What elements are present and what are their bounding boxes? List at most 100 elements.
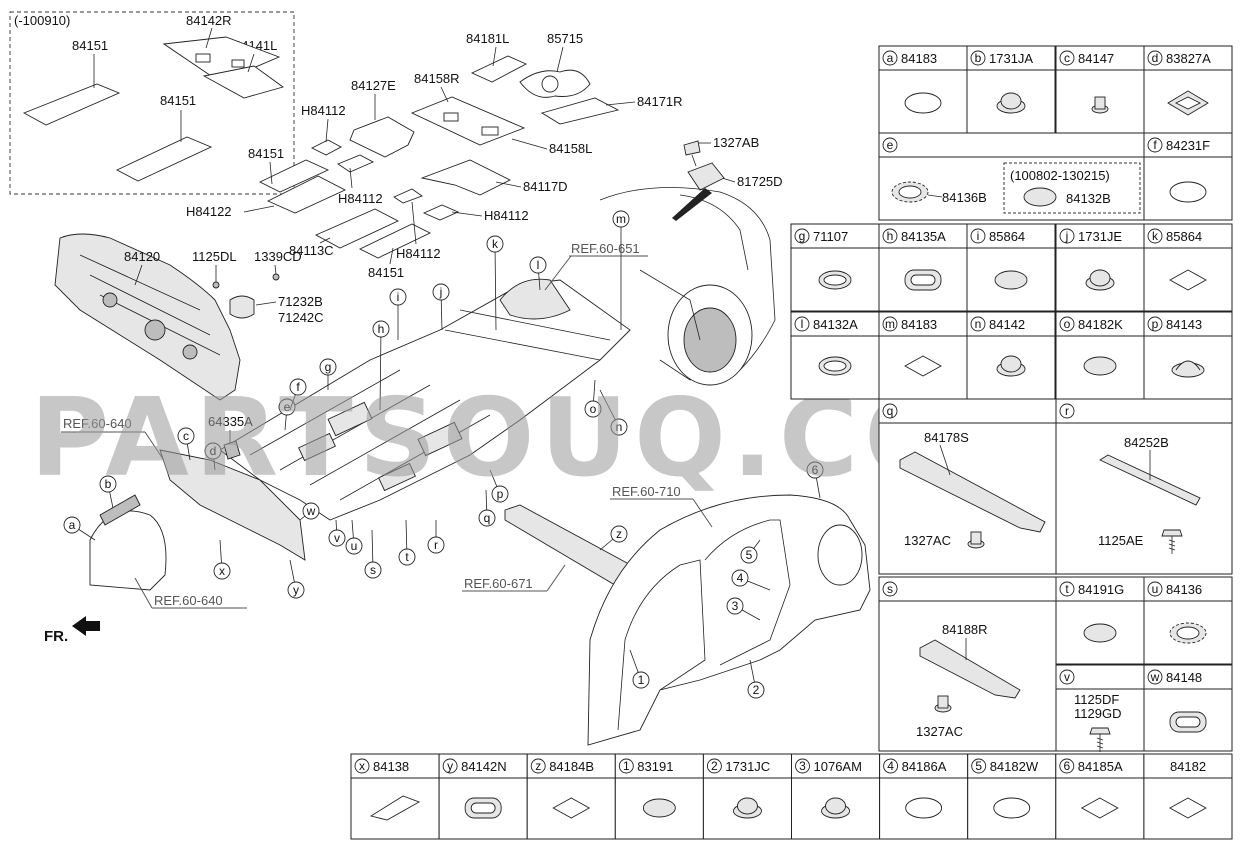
cell-g-code[interactable]: 71107: [813, 229, 848, 244]
cell-bottom-y-code[interactable]: 84142N: [461, 759, 507, 774]
cell-a-code[interactable]: 84183: [901, 51, 937, 66]
cell-b-code[interactable]: 1731JA: [989, 51, 1033, 66]
callout-n[interactable]: n: [616, 420, 623, 434]
cell-w-key[interactable]: w: [1150, 670, 1160, 684]
cell-bottom-plain-code[interactable]: 84182: [1170, 759, 1206, 774]
callout-a[interactable]: a: [69, 518, 76, 532]
cell-m-code[interactable]: 84183: [901, 317, 937, 332]
cell-bottom-6-code[interactable]: 84185A: [1078, 759, 1123, 774]
cell-w-code[interactable]: 84148: [1166, 670, 1202, 685]
callout-i[interactable]: i: [397, 290, 400, 304]
cell-t-key[interactable]: t: [1065, 582, 1069, 596]
cell-j-code[interactable]: 1731JE: [1078, 229, 1122, 244]
callout-h[interactable]: h: [378, 322, 385, 336]
cell-a-key[interactable]: a: [887, 51, 894, 65]
callout-84120[interactable]: 84120: [124, 249, 160, 264]
inset-label-84142r[interactable]: 84142R: [186, 13, 232, 28]
callout-x[interactable]: x: [219, 564, 225, 578]
callout-71232b[interactable]: 71232B: [278, 294, 323, 309]
callout-ref-60-640-a[interactable]: REF.60-640: [63, 416, 132, 431]
callout-num-2[interactable]: 2: [753, 683, 760, 697]
callout-84113c[interactable]: 84113C: [289, 243, 334, 258]
callout-84151-c[interactable]: 84151: [248, 146, 284, 161]
callout-84158r[interactable]: 84158R: [414, 71, 460, 86]
callout-84117d[interactable]: 84117D: [523, 179, 568, 194]
callout-81725d[interactable]: 81725D: [737, 174, 783, 189]
callout-71242c[interactable]: 71242C: [278, 310, 324, 325]
callout-t[interactable]: t: [405, 550, 409, 564]
cell-bottom-y-key[interactable]: y: [447, 759, 453, 773]
callout-84181l[interactable]: 84181L: [466, 31, 509, 46]
callout-h84112-b[interactable]: H84112: [338, 191, 383, 206]
callout-m[interactable]: m: [616, 212, 626, 226]
cell-p-code[interactable]: 84143: [1166, 317, 1202, 332]
callout-j[interactable]: j: [439, 285, 443, 299]
cell-bottom-4-key[interactable]: 4: [887, 759, 894, 773]
cell-r-part-1125ae[interactable]: 1125AE: [1098, 533, 1144, 548]
cell-bottom-z-key[interactable]: z: [535, 759, 541, 773]
cell-r-key[interactable]: r: [1065, 404, 1069, 418]
callout-num-3[interactable]: 3: [732, 599, 739, 613]
callout-k[interactable]: k: [492, 237, 499, 251]
cell-q-part-1327ac[interactable]: 1327AC: [904, 533, 951, 548]
callout-e[interactable]: e: [284, 400, 291, 414]
callout-64335a[interactable]: 64335A: [208, 414, 253, 429]
callout-84171r[interactable]: 84171R: [637, 94, 683, 109]
callout-ref-60-671[interactable]: REF.60-671: [464, 576, 533, 591]
cell-bottom-3-code[interactable]: 1076AM: [814, 759, 862, 774]
cell-q-part-84178s[interactable]: 84178S: [924, 430, 969, 445]
callout-p[interactable]: p: [497, 487, 504, 501]
cell-q-key[interactable]: q: [887, 404, 894, 418]
cell-o-code[interactable]: 84182K: [1078, 317, 1123, 332]
cell-f-key[interactable]: f: [1153, 138, 1157, 152]
inset-label-84151-b[interactable]: 84151: [160, 93, 196, 108]
inset-label-84151-a[interactable]: 84151: [72, 38, 108, 53]
callout-h84112-c[interactable]: H84112: [484, 208, 529, 223]
callout-ref-60-710[interactable]: REF.60-710: [612, 484, 681, 499]
callout-num-6[interactable]: 6: [812, 463, 819, 477]
callout-84127e[interactable]: 84127E: [351, 78, 396, 93]
cell-p-key[interactable]: p: [1152, 317, 1159, 331]
cell-e-key[interactable]: e: [887, 138, 894, 152]
cell-h-code[interactable]: 84135A: [901, 229, 946, 244]
callout-g[interactable]: g: [325, 360, 332, 374]
callout-1327ab[interactable]: 1327AB: [713, 135, 759, 150]
callout-h84112-a[interactable]: H84112: [301, 103, 346, 118]
cell-bottom-1-key[interactable]: 1: [623, 759, 630, 773]
callout-1339cd[interactable]: 1339CD: [254, 249, 302, 264]
cell-v-part-1129gd[interactable]: 1129GD: [1074, 706, 1121, 721]
cell-g-key[interactable]: g: [799, 229, 806, 243]
callout-ref-60-640-b[interactable]: REF.60-640: [154, 593, 223, 608]
callout-v[interactable]: v: [334, 531, 340, 545]
cell-r-part-84252b[interactable]: 84252B: [1124, 435, 1169, 450]
cell-u-code[interactable]: 84136: [1166, 582, 1202, 597]
callout-u[interactable]: u: [351, 539, 358, 553]
cell-o-key[interactable]: o: [1064, 317, 1071, 331]
cell-bottom-z-code[interactable]: 84184B: [549, 759, 594, 774]
callout-num-1[interactable]: 1: [638, 673, 645, 687]
cell-bottom-x-code[interactable]: 84138: [373, 759, 409, 774]
cell-n-key[interactable]: n: [975, 317, 982, 331]
callout-y[interactable]: y: [293, 583, 299, 597]
cell-bottom-3-key[interactable]: 3: [799, 759, 806, 773]
cell-l-code[interactable]: 84132A: [813, 317, 858, 332]
cell-m-key[interactable]: m: [885, 317, 895, 331]
callout-o[interactable]: o: [590, 402, 597, 416]
cell-b-key[interactable]: b: [975, 51, 982, 65]
cell-j-key[interactable]: j: [1065, 229, 1069, 243]
callout-num-4[interactable]: 4: [737, 571, 744, 585]
cell-d-code[interactable]: 83827A: [1166, 51, 1211, 66]
cell-v-part-1125df[interactable]: 1125DF: [1074, 692, 1119, 707]
callout-ref-60-651[interactable]: REF.60-651: [571, 241, 640, 256]
callout-z[interactable]: z: [616, 527, 622, 541]
cell-bottom-x-key[interactable]: x: [359, 759, 365, 773]
cell-d-key[interactable]: d: [1152, 51, 1159, 65]
cell-c-code[interactable]: 84147: [1078, 51, 1114, 66]
callout-q[interactable]: q: [484, 511, 491, 525]
cell-h-key[interactable]: h: [887, 229, 894, 243]
cell-u-key[interactable]: u: [1152, 582, 1159, 596]
callout-w[interactable]: w: [306, 504, 316, 518]
cell-e-part-84136b[interactable]: 84136B: [942, 190, 987, 205]
cell-bottom-5-key[interactable]: 5: [975, 759, 982, 773]
callout-b[interactable]: b: [105, 477, 112, 491]
